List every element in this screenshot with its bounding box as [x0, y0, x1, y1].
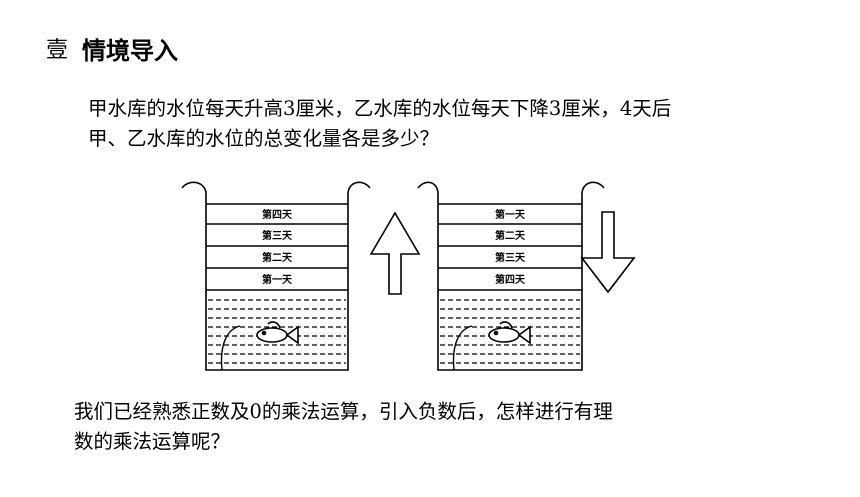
problem-text: 甲水库的水位每天升高3厘米，乙水库的水位每天下降3厘米，4天后 甲、乙水库的水位… [88, 94, 671, 154]
question-line-2: 数的乘法运算呢？ [74, 430, 231, 453]
reservoir-illustration: 第四天 第三天 第二天 第一天 第一天 第二天 第三天 第四天 [181, 181, 636, 371]
fish-icon [256, 321, 299, 345]
section-heading: 壹 情境导入 [46, 28, 178, 68]
left-day-label-2: 第三天 [262, 229, 293, 242]
problem-line-2: 甲、乙水库的水位的总变化量各是多少？ [88, 127, 440, 150]
fish-icon [488, 321, 531, 345]
question-text: 我们已经熟悉正数及0的乘法运算，引入负数后，怎样进行有理 数的乘法运算呢？ [74, 397, 613, 457]
section-title: 情境导入 [82, 36, 179, 65]
right-day-label-4: 第四天 [495, 273, 526, 286]
reservoir-figure: 第四天 第三天 第二天 第一天 第一天 第二天 第三天 第四天 [180, 176, 650, 376]
right-day-label-3: 第三天 [495, 251, 526, 264]
left-tank [181, 181, 371, 371]
left-day-label-1: 第四天 [262, 208, 293, 221]
down-arrow-icon [580, 211, 636, 294]
section-number: 壹 [46, 38, 69, 63]
left-day-label-3: 第二天 [262, 251, 293, 264]
right-day-label-1: 第一天 [495, 208, 526, 221]
up-arrow-icon [369, 211, 421, 295]
right-day-label-2: 第二天 [495, 229, 526, 242]
left-day-label-4: 第一天 [262, 273, 293, 286]
question-line-1: 我们已经熟悉正数及0的乘法运算，引入负数后，怎样进行有理 [74, 400, 613, 423]
problem-line-1: 甲水库的水位每天升高3厘米，乙水库的水位每天下降3厘米，4天后 [88, 97, 672, 120]
right-tank [417, 181, 605, 371]
